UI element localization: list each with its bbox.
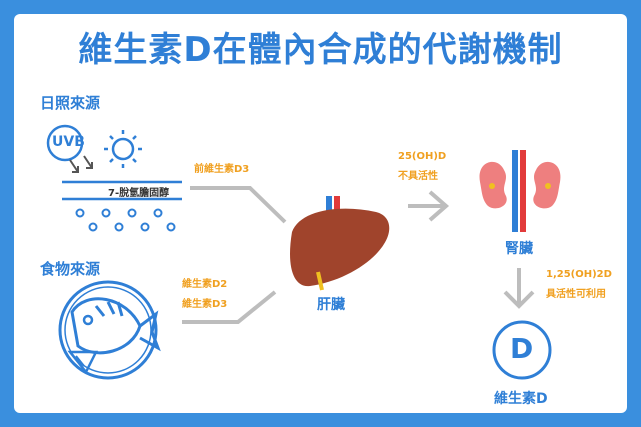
kidney-icon (479, 150, 561, 232)
liver-label: 肝臟 (317, 297, 345, 313)
skin-to-liver-connector (190, 186, 287, 224)
vitamin-d-circle-icon (492, 320, 552, 380)
sunlight-source-label: 日照來源 (40, 94, 101, 112)
vitamin-d-letter: D (510, 332, 534, 365)
d2-label: 維生素D2 (182, 279, 228, 290)
fish-plate-icon (58, 280, 161, 380)
inactive-label: 不具活性 (398, 171, 438, 182)
sun-icon (104, 130, 142, 168)
d3-label: 維生素D3 (182, 299, 228, 310)
oh-d-label: 25(OH)D (398, 151, 447, 162)
pre-d3-label: 前維生素D3 (194, 164, 250, 175)
kidney-to-vitd-arrow (503, 268, 535, 309)
liver-icon (290, 196, 390, 291)
page-title: 維生素D在體內合成的代謝機制 (78, 30, 563, 70)
uvb-rays-icon (69, 155, 93, 173)
food-to-liver-connector (182, 290, 277, 324)
oh2d-label: 1,25(OH)2D (546, 269, 612, 280)
skin-cells-icon (75, 208, 176, 232)
liver-to-kidney-arrow (408, 190, 450, 222)
food-source-label: 食物來源 (40, 260, 101, 278)
uvb-label: UVB (52, 134, 85, 150)
uvb-circle-icon (46, 124, 84, 162)
vitamin-d-label: 維生素D (494, 391, 548, 407)
skin-compound-label: 7-脫氫膽固醇 (108, 188, 170, 199)
kidney-label: 腎臟 (505, 241, 533, 257)
active-label: 具活性可利用 (546, 289, 606, 300)
